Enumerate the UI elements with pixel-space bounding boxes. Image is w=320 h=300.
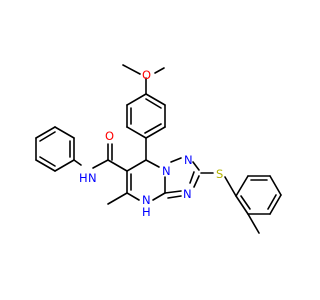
bond [145, 126, 166, 139]
bond [107, 159, 128, 172]
bond [170, 157, 182, 163]
bond [145, 93, 166, 106]
bond [144, 123, 162, 134]
bond [54, 126, 75, 139]
bond [35, 126, 56, 139]
bond [145, 98, 162, 109]
bond [39, 156, 56, 167]
oxygen-methoxy-label: O [142, 68, 151, 82]
triazole-nitrogen-bottom-label: N [183, 187, 192, 201]
atom-labels: O O N H N N N S N H [79, 68, 223, 219]
bond [35, 159, 56, 172]
bridgehead-nitrogen-label: N [162, 164, 171, 178]
molecule-structure: O O N H N N N S N H [35, 64, 282, 234]
bond [54, 159, 75, 172]
bonds [35, 64, 282, 234]
bond [267, 194, 277, 210]
bond [193, 175, 200, 188]
bond [269, 175, 282, 196]
oxygen-carbonyl-label: O [105, 129, 114, 143]
bond [247, 213, 260, 234]
bond [107, 192, 128, 205]
bond [240, 195, 251, 210]
bond [192, 161, 200, 171]
bond [167, 195, 182, 199]
bond [224, 176, 237, 197]
ring-hydrogen-label: H [142, 205, 151, 219]
bond [126, 192, 140, 201]
bond [269, 194, 282, 215]
bond [122, 64, 141, 75]
bond [235, 195, 249, 215]
amide-hydrogen-label: H [79, 171, 88, 185]
molecule-canvas: O O N H N N N S N H [35, 64, 282, 234]
bond [92, 159, 109, 169]
sulfur-label: S [216, 167, 223, 181]
bond [154, 67, 165, 74]
bond [73, 159, 82, 166]
bond [126, 159, 147, 172]
amide-nitrogen-label: N [88, 171, 97, 185]
bond [152, 192, 166, 201]
bond [126, 93, 147, 106]
bond [164, 190, 182, 194]
bond [235, 175, 249, 197]
ring-nitrogen-label: N [142, 193, 151, 207]
bond [126, 126, 147, 139]
triazole-nitrogen-top-label: N [184, 153, 193, 167]
bond [39, 131, 56, 142]
bond [189, 171, 195, 184]
bond [145, 159, 160, 168]
